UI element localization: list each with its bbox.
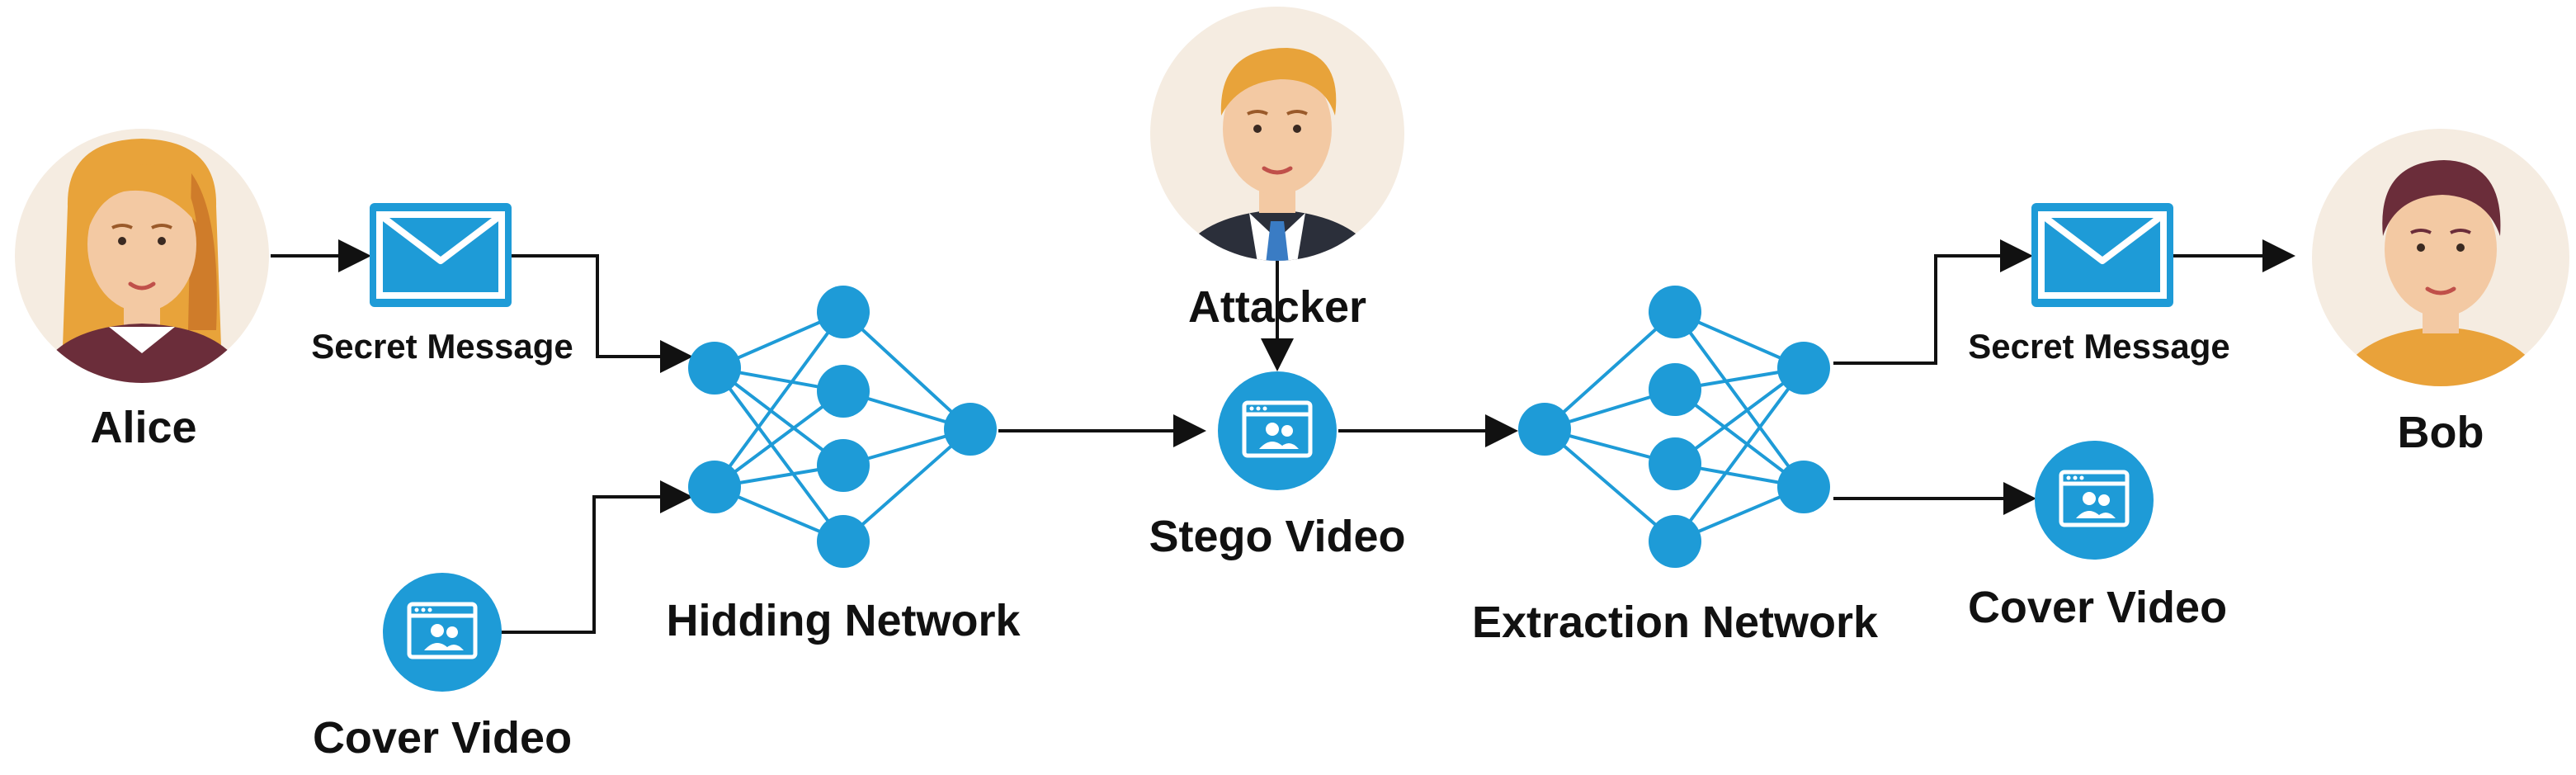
envelope-icon: [370, 203, 512, 307]
cover-video-out-label: Cover Video: [1968, 583, 2227, 632]
extraction-network: [1518, 286, 1830, 568]
secret-message-out-label: Secret Message: [1968, 327, 2230, 366]
hiding-network: [688, 286, 997, 568]
hiding-hidden-node: [817, 439, 870, 492]
arrow-message-to-hiding: [512, 254, 693, 373]
extraction-input-node: [1518, 403, 1571, 456]
video-window-icon: [1218, 371, 1337, 490]
stego-video-label: Stego Video: [1149, 512, 1405, 561]
secret-message-in-label: Secret Message: [311, 327, 573, 366]
extraction-network-edges: [1543, 310, 1805, 543]
alice-avatar: [15, 129, 269, 383]
hiding-network-edges: [713, 310, 972, 543]
envelope-icon: [2031, 203, 2173, 307]
connectors: [271, 239, 2295, 634]
hiding-input-node: [688, 461, 741, 513]
hiding-network-label: Hidding Network: [667, 596, 1021, 645]
bob-label: Bob: [2398, 408, 2484, 457]
hiding-output-node: [944, 403, 997, 456]
extraction-hidden-node: [1649, 363, 1701, 416]
attacker-label: Attacker: [1188, 282, 1366, 332]
extraction-network-label: Extraction Network: [1472, 598, 1879, 647]
hiding-input-node: [688, 342, 741, 395]
arrow-extraction-to-message: [1833, 239, 2033, 365]
cover-video-in-label: Cover Video: [313, 713, 572, 763]
alice-label: Alice: [90, 403, 196, 452]
video-window-icon: [383, 573, 502, 692]
hiding-hidden-node: [817, 515, 870, 568]
hiding-hidden-node: [817, 286, 870, 338]
hiding-network-nodes: [688, 286, 997, 568]
extraction-output-node: [1777, 342, 1830, 395]
extraction-network-nodes: [1518, 286, 1830, 568]
extraction-output-node: [1777, 461, 1830, 513]
video-window-icon: [2035, 441, 2154, 560]
arrow-cover-to-hiding: [500, 480, 693, 634]
extraction-hidden-node: [1649, 515, 1701, 568]
hiding-hidden-node: [817, 365, 870, 418]
extraction-hidden-node: [1649, 437, 1701, 490]
extraction-hidden-node: [1649, 286, 1701, 338]
attacker-avatar: [1150, 7, 1404, 261]
bob-avatar: [2312, 129, 2569, 386]
